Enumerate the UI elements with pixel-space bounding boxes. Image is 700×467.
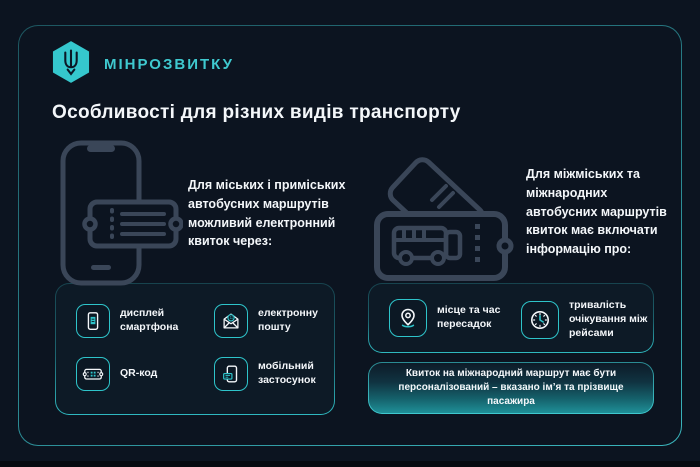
feature-transfer-place-time: місце та час пересадок — [389, 299, 533, 337]
feature-label: тривалість очікування між рейсами — [569, 299, 648, 339]
feature-label: мобільний застосунок — [258, 360, 316, 386]
feature-email: електронну пошту — [214, 304, 334, 338]
personalization-note-text: Квиток на міжнародний маршрут має бути п… — [398, 368, 624, 407]
right-intro-text: Для міжміських та міжнародних автобусних… — [526, 167, 667, 256]
bus-tickets-illustration — [372, 148, 520, 300]
left-intro-text: Для міських і приміських автобусних марш… — [188, 178, 346, 249]
feature-label: місце та час пересадок — [437, 304, 501, 330]
qr-code-ticket-icon — [76, 357, 110, 391]
feature-mobile-app: мобільний застосунок — [214, 357, 334, 391]
email-icon — [214, 304, 248, 338]
feature-label: дисплей смартфона — [120, 307, 179, 333]
left-feature-panel: дисплей смартфона електронну пошту — [55, 283, 335, 415]
location-pin-icon — [389, 299, 427, 337]
smartphone-display-icon — [76, 304, 110, 338]
brand-header: МІНРОЗВИТКУ — [52, 40, 234, 89]
bottom-strip — [0, 461, 700, 467]
feature-qr-code: QR-код — [76, 357, 157, 391]
page-title: Особливості для різних видів транспорту — [52, 102, 461, 123]
feature-waiting-time: тривалість очікування між рейсами — [521, 299, 653, 341]
personalization-note: Квиток на міжнародний маршрут має бути п… — [368, 362, 654, 414]
brand-name: МІНРОЗВИТКУ — [104, 56, 235, 73]
mobile-app-icon — [214, 357, 248, 391]
right-feature-panel: місце та час пересадок тривалість очікув… — [368, 283, 654, 353]
feature-label: електронну пошту — [258, 307, 318, 333]
trident-hexagon-icon — [52, 40, 90, 89]
clock-icon — [521, 300, 559, 339]
smartphone-with-ticket-illustration — [58, 140, 184, 297]
feature-label: QR-код — [120, 367, 158, 380]
feature-smartphone-display: дисплей смартфона — [76, 304, 216, 338]
